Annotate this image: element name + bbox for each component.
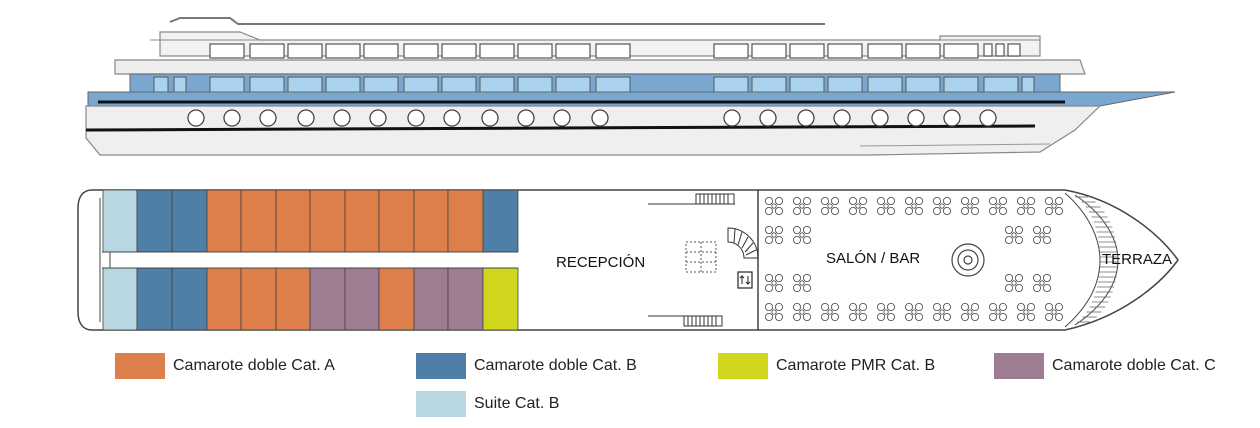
table-cluster (1005, 273, 1024, 292)
table-cluster (1045, 196, 1064, 215)
staircase-top (648, 193, 735, 205)
table-cluster (765, 196, 784, 215)
ship-side-view (85, 17, 1176, 156)
legend-item-cat-a: Camarote doble Cat. A (115, 352, 335, 380)
terrace-hatch (1075, 196, 1118, 323)
cabin-cat-a (275, 267, 311, 331)
cabin-cat-a (378, 189, 415, 253)
table-cluster (905, 302, 924, 321)
legend-swatch-cat-c (994, 353, 1044, 379)
deck-plan: RECEPCIÓN SALÓN / BAR TERRAZA (77, 189, 1179, 331)
cabin-row-bottom (102, 267, 519, 331)
legend-swatch-suite-b (416, 391, 466, 417)
cabin-suite-b (102, 189, 138, 253)
cabin-pmr-b (482, 267, 519, 331)
salon-tables (765, 196, 1064, 321)
table-cluster (793, 225, 812, 244)
cabin-cat-c (309, 267, 346, 331)
cabin-cat-a (447, 189, 484, 253)
cabin-suite-b (102, 267, 138, 331)
legend-item-cat-b: Camarote doble Cat. B (416, 352, 637, 380)
legend-item-suite-b: Suite Cat. B (416, 390, 559, 418)
reception-desk (685, 241, 717, 273)
table-cluster (793, 273, 812, 292)
cabin-cat-b (171, 189, 208, 253)
table-cluster (989, 196, 1008, 215)
table-cluster (1017, 302, 1036, 321)
reception-label: RECEPCIÓN (556, 254, 645, 271)
legend-label-pmr-b: Camarote PMR Cat. B (776, 357, 936, 374)
center-column (951, 243, 985, 277)
table-cluster (793, 302, 812, 321)
table-cluster (765, 225, 784, 244)
cabin-cat-a (309, 189, 346, 253)
cabin-cat-b (482, 189, 519, 253)
table-cluster (765, 302, 784, 321)
cabin-cat-a (344, 189, 380, 253)
table-cluster (821, 196, 840, 215)
cabin-cat-a (413, 189, 449, 253)
table-cluster (849, 196, 868, 215)
salon-label: SALÓN / BAR (826, 250, 920, 267)
legend-swatch-pmr-b (718, 353, 768, 379)
table-cluster (765, 273, 784, 292)
table-cluster (849, 302, 868, 321)
cabin-cat-a (240, 189, 277, 253)
cabin-cat-a (206, 267, 242, 331)
legend-label-cat-b: Camarote doble Cat. B (474, 357, 637, 374)
table-cluster (821, 302, 840, 321)
table-cluster (961, 196, 980, 215)
table-cluster (1033, 225, 1052, 244)
legend-label-suite-b: Suite Cat. B (474, 395, 560, 412)
table-cluster (1017, 196, 1036, 215)
ship-diagram: RECEPCIÓN SALÓN / BAR TERRAZA (77, 17, 1179, 331)
cabin-row-top (102, 189, 519, 253)
terrace-label: TERRAZA (1102, 251, 1172, 268)
table-cluster (989, 302, 1008, 321)
legend-swatch-cat-a (115, 353, 165, 379)
legend-swatch-cat-b (416, 353, 466, 379)
cabin-cat-b (171, 267, 208, 331)
cabin-cat-c (413, 267, 449, 331)
cabin-cat-b (136, 189, 173, 253)
table-cluster (905, 196, 924, 215)
elevator-icon (737, 271, 753, 289)
legend-item-cat-c: Camarote doble Cat. C (994, 352, 1216, 380)
table-cluster (933, 302, 952, 321)
spiral-staircase (727, 227, 759, 259)
cabin-cat-b (136, 267, 173, 331)
table-cluster (793, 196, 812, 215)
table-cluster (1033, 273, 1052, 292)
cabin-cat-c (447, 267, 484, 331)
cabin-cat-a (275, 189, 311, 253)
table-cluster (1045, 302, 1064, 321)
legend-item-pmr-b: Camarote PMR Cat. B (718, 352, 935, 380)
legend-label-cat-a: Camarote doble Cat. A (173, 357, 335, 374)
cabin-cat-a (378, 267, 415, 331)
table-cluster (1005, 225, 1024, 244)
cabin-cat-a (240, 267, 277, 331)
cabin-cat-a (206, 189, 242, 253)
staircase-bottom (648, 315, 723, 327)
legend-label-cat-c: Camarote doble Cat. C (1052, 357, 1216, 374)
table-cluster (933, 196, 952, 215)
table-cluster (877, 302, 896, 321)
cabin-cat-c (344, 267, 380, 331)
table-cluster (961, 302, 980, 321)
table-cluster (877, 196, 896, 215)
